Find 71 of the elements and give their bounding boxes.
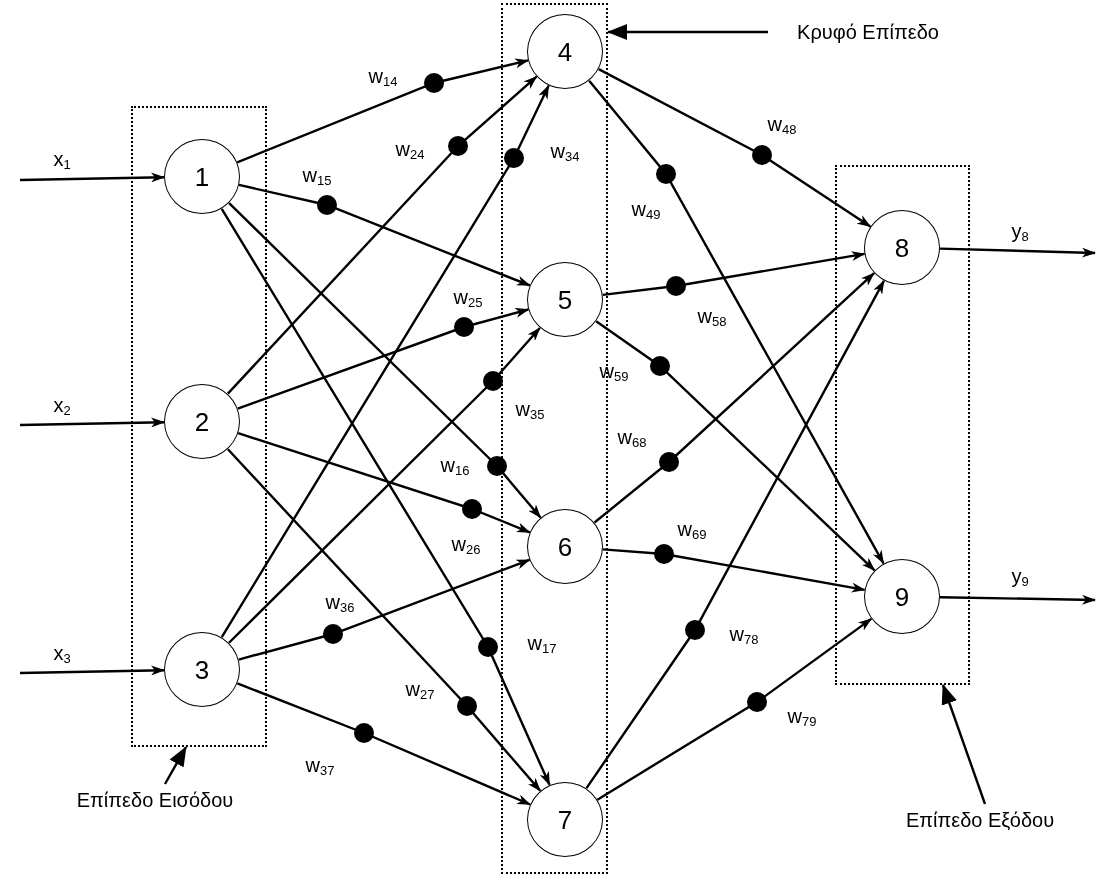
- neuron-circle: [527, 14, 603, 89]
- weighted-connection: [236, 58, 529, 164]
- weight-label: w$_{25}$: [453, 287, 483, 309]
- neuron-number: 5: [557, 286, 573, 313]
- input-arrow: [19, 417, 165, 428]
- neuron-number: 2: [194, 408, 210, 435]
- weighted-connection: [228, 202, 542, 519]
- weight-label: w$_{36}$: [325, 592, 355, 614]
- weighted-connection: [220, 208, 551, 786]
- weighted-connection: [220, 85, 550, 638]
- weighted-connection: [588, 80, 885, 564]
- neuron-number: 7: [557, 806, 573, 833]
- neuron-number: 4: [557, 38, 573, 65]
- weight-label: w$_{69}$: [677, 519, 707, 541]
- weighted-connection: [238, 558, 530, 661]
- weighted-connection: [237, 432, 531, 534]
- pointer-arrow: [163, 746, 188, 785]
- neuron-number: 9: [894, 583, 910, 610]
- layer-box: [835, 165, 970, 685]
- weight-label: w$_{16}$: [440, 455, 470, 477]
- weight-label: w$_{27}$: [405, 679, 435, 701]
- input-arrow: [19, 172, 165, 183]
- pointer-arrow: [607, 24, 768, 40]
- weighted-connection: [595, 320, 876, 572]
- neuron-number: 8: [894, 234, 910, 261]
- weight-label: w$_{48}$: [767, 114, 797, 136]
- output-label: y$_{9}$: [1011, 566, 1029, 588]
- weighted-connection: [593, 272, 875, 524]
- output-arrow: [939, 247, 1096, 258]
- weighted-connection: [227, 75, 538, 395]
- neuron-number: 6: [557, 533, 573, 560]
- neuron-circle: [527, 782, 603, 857]
- weight-label: w$_{79}$: [787, 706, 817, 728]
- weighted-connection: [236, 682, 531, 806]
- pointer-arrow: [941, 684, 987, 805]
- weighted-connection: [237, 308, 529, 410]
- weight-label: w$_{78}$: [729, 624, 759, 646]
- weighted-connection: [227, 448, 542, 792]
- weight-label: w$_{58}$: [697, 306, 727, 328]
- layer-caption: Κρυφό Επίπεδο: [797, 20, 939, 44]
- output-arrow: [939, 594, 1096, 605]
- weight-label: w$_{24}$: [395, 139, 425, 161]
- weight-label: w$_{26}$: [451, 534, 481, 556]
- weighted-connection: [598, 68, 871, 228]
- neuron-number: 1: [194, 163, 210, 190]
- weighted-connection: [602, 251, 865, 297]
- weight-label: w$_{49}$: [631, 199, 661, 221]
- weighted-connection: [585, 280, 885, 789]
- layer-caption: Επίπεδο Εισόδου: [76, 788, 234, 812]
- weight-label: w$_{17}$: [527, 633, 557, 655]
- weighted-connection: [602, 544, 865, 593]
- weight-label: w$_{34}$: [550, 141, 580, 163]
- weight-label: w$_{35}$: [515, 399, 545, 421]
- weighted-connection: [238, 183, 531, 287]
- neuron-circle: [527, 262, 603, 337]
- neuron-circle: [164, 384, 240, 459]
- input-label: x$_{2}$: [53, 395, 71, 417]
- output-label: y$_{8}$: [1011, 221, 1029, 243]
- weighted-connection: [228, 327, 541, 644]
- input-arrow: [19, 665, 165, 676]
- neuron-number: 3: [194, 656, 210, 683]
- weight-label: w$_{37}$: [305, 755, 335, 777]
- input-label: x$_{3}$: [53, 643, 71, 665]
- neuron-circle: [527, 509, 603, 584]
- weight-label: w$_{68}$: [617, 427, 647, 449]
- layer-box: [131, 106, 267, 747]
- weight-label: w$_{14}$: [368, 66, 398, 88]
- layer-caption: Επίπεδο Εξόδου: [905, 808, 1055, 832]
- input-label: x$_{1}$: [53, 149, 71, 171]
- weighted-connection: [596, 617, 872, 801]
- weight-label: w$_{15}$: [302, 165, 332, 187]
